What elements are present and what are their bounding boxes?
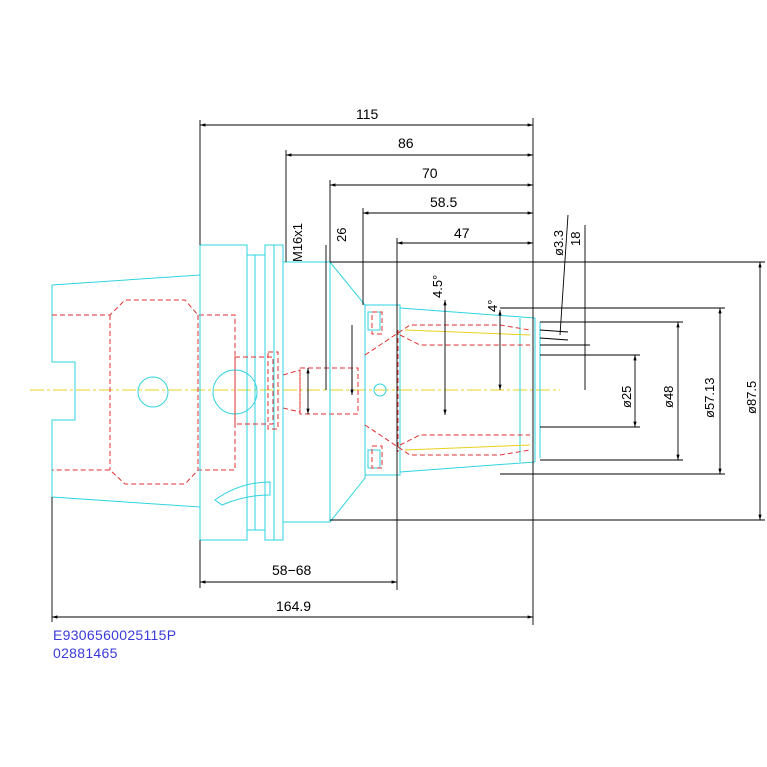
dim-dia-48: ø48 [661,386,676,408]
dim-26: 26 [334,228,349,242]
taper-shank [51,274,201,508]
leaders [306,300,502,415]
dim-115: 115 [356,106,379,122]
order-code: 02881465 [53,645,118,661]
hidden-bore-shank [52,299,236,485]
dim-dia-25: ø25 [619,386,634,408]
collet [364,311,531,469]
part-code: E9306560025115P [53,627,177,643]
dim-dia-57-13: ø57.13 [702,378,717,418]
dim-164-9: 164.9 [276,598,311,614]
dim-thread: M16x1 [290,223,305,262]
dim-18: 18 [568,232,583,246]
dim-58-5: 58.5 [430,194,457,210]
dim-47: 47 [454,225,470,241]
drive-hole [137,376,169,408]
flange [199,244,284,541]
dim-70: 70 [422,165,438,181]
dim-58-68: 58−68 [272,562,312,578]
dim-86: 86 [398,135,414,151]
dim-angle-4-5: 4.5° [430,275,445,298]
diameter-dimensions [330,214,765,521]
dim-dia-3-3: ø3.3 [551,230,566,256]
hidden-flange-bore [234,351,359,430]
horizontal-dimensions [51,118,534,625]
tool-body [282,261,541,523]
dim-angle-4: 4° [485,300,500,312]
dim-dia-87-5: ø87.5 [744,381,759,414]
